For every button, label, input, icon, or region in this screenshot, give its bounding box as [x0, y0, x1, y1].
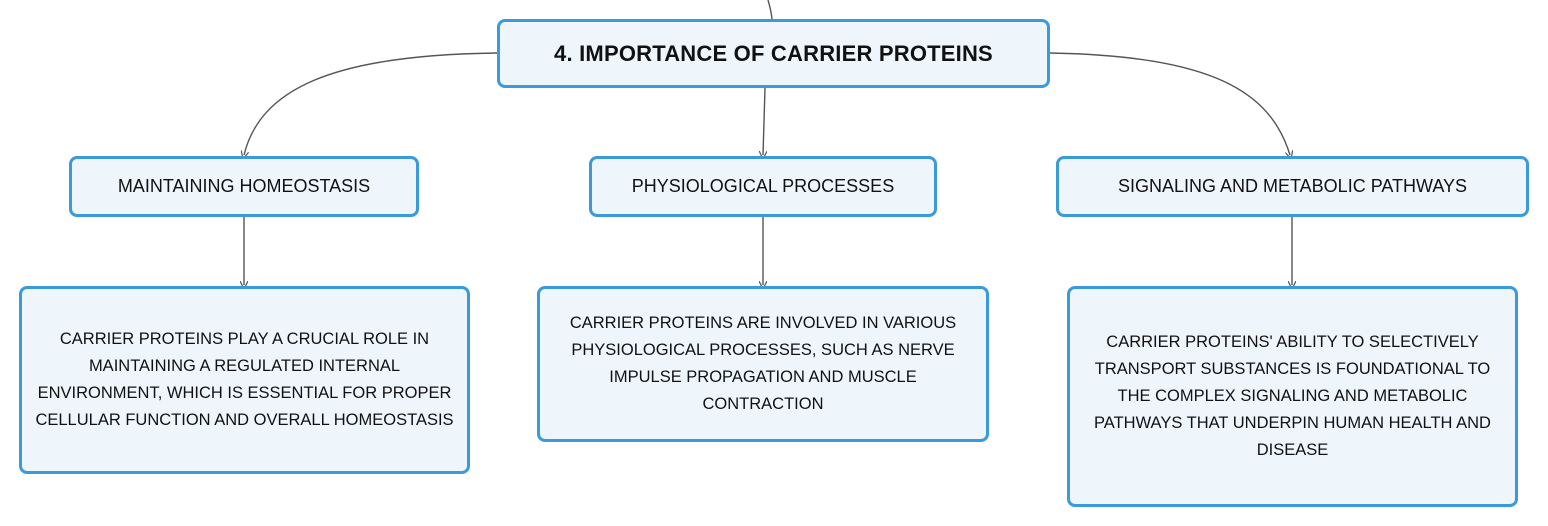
detail-text-signaling: CARRIER PROTEINS' ABILITY TO SELECTIVELY…	[1094, 333, 1491, 459]
root-topic-label: 4. IMPORTANCE OF CARRIER PROTEINS	[554, 40, 993, 66]
branch-label-physiological: PHYSIOLOGICAL PROCESSES	[631, 176, 895, 196]
connector-incoming-root	[767, 0, 773, 20]
connector-root-to-signaling	[1049, 52, 1290, 155]
detail-text-homeostasis: CARRIER PROTEINS PLAY A CRUCIAL ROLE IN …	[35, 330, 454, 429]
detail-text-physiological: CARRIER PROTEINS ARE INVOLVED IN VARIOUS…	[569, 314, 957, 413]
connector-root-to-physiological	[763, 87, 765, 155]
detail-node-physiological[interactable]: CARRIER PROTEINS ARE INVOLVED IN VARIOUS…	[537, 286, 989, 442]
connector-root-to-homeostasis	[244, 52, 498, 155]
detail-node-homeostasis[interactable]: CARRIER PROTEINS PLAY A CRUCIAL ROLE IN …	[19, 286, 470, 474]
branch-node-homeostasis[interactable]: MAINTAINING HOMEOSTASIS	[69, 156, 419, 217]
branch-label-signaling: SIGNALING AND METABOLIC PATHWAYS	[1117, 176, 1468, 196]
root-topic-node[interactable]: 4. IMPORTANCE OF CARRIER PROTEINS	[497, 19, 1050, 88]
branch-label-homeostasis: MAINTAINING HOMEOSTASIS	[117, 176, 371, 196]
branch-node-physiological[interactable]: PHYSIOLOGICAL PROCESSES	[589, 156, 937, 217]
branch-node-signaling[interactable]: SIGNALING AND METABOLIC PATHWAYS	[1056, 156, 1529, 217]
detail-node-signaling[interactable]: CARRIER PROTEINS' ABILITY TO SELECTIVELY…	[1067, 286, 1518, 507]
